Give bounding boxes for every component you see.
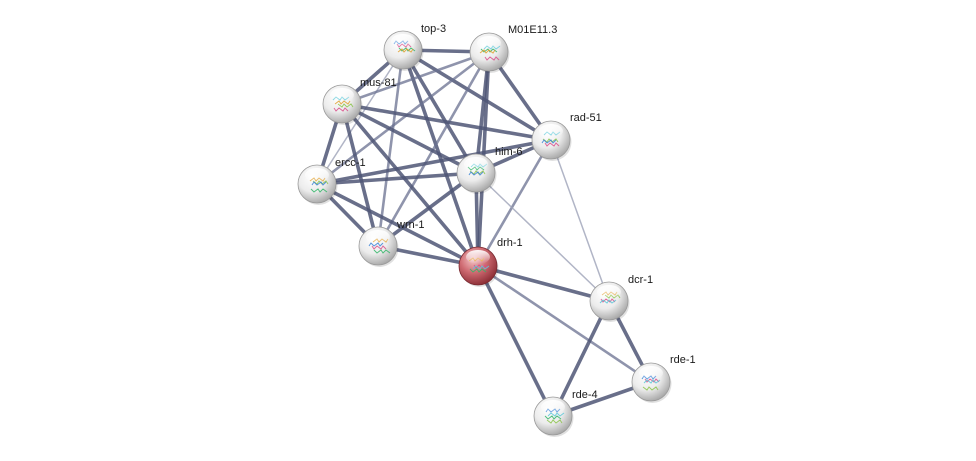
protein-structure-glyph — [544, 415, 562, 420]
protein-structure-glyph — [644, 378, 660, 383]
node-label-ercc-1: ercc-1 — [335, 157, 366, 169]
node-gloss — [464, 157, 488, 171]
node-gloss — [330, 88, 354, 102]
protein-structure-glyph — [600, 298, 616, 303]
node-dcr-1[interactable]: dcr-1 — [589, 274, 653, 322]
node-rde-4[interactable]: rde-4 — [533, 389, 598, 437]
node-label-top-3: top-3 — [421, 23, 446, 35]
protein-structure-glyph — [373, 249, 391, 254]
protein-structure-glyph — [546, 419, 563, 424]
protein-structure-glyph — [473, 264, 489, 269]
node-gloss — [305, 168, 329, 182]
node-gloss — [477, 36, 501, 50]
protein-structure-glyph — [371, 245, 387, 250]
node-label-rde-1: rde-1 — [670, 354, 696, 366]
edge-top-3-ercc-1[interactable] — [316, 49, 404, 185]
edge-him-6-ercc-1[interactable] — [315, 171, 478, 186]
protein-structure-glyph — [310, 188, 328, 193]
node-gloss — [466, 250, 490, 264]
edge-top-3-rad-51[interactable] — [401, 48, 553, 142]
node-mus-81[interactable]: mus-81 — [322, 77, 397, 125]
node-gloss — [366, 230, 390, 244]
protein-structure-glyph — [541, 139, 557, 144]
node-drh-1[interactable]: drh-1 — [458, 237, 523, 287]
protein-structure-glyph — [484, 56, 500, 61]
node-gloss — [539, 124, 563, 138]
edge-drh-1-rde-1[interactable] — [476, 264, 653, 384]
node-label-mus-81: mus-81 — [360, 77, 397, 89]
edge-mus-81-drh-1[interactable] — [340, 102, 480, 268]
edge-ercc-1-drh-1[interactable] — [315, 182, 480, 268]
edge-dcr-1-rde-4[interactable] — [551, 299, 611, 418]
edge-him-6-wrn-1[interactable] — [376, 171, 478, 248]
protein-structure-glyph — [311, 181, 327, 186]
edge-rad-51-ercc-1[interactable] — [315, 138, 553, 186]
protein-structure-glyph — [472, 265, 490, 270]
node-wrn-1[interactable]: wrn-1 — [358, 219, 425, 267]
node-label-rde-4: rde-4 — [572, 389, 598, 401]
protein-structure-glyph — [469, 268, 487, 273]
node-label-rad-51: rad-51 — [570, 112, 602, 124]
protein-structure-glyph — [337, 103, 354, 108]
node-rad-51[interactable]: rad-51 — [531, 112, 602, 161]
edge-M01E11.3-mus-81[interactable] — [340, 50, 491, 106]
protein-structure-glyph — [599, 299, 617, 304]
node-gloss — [391, 34, 415, 48]
node-rde-1[interactable]: rde-1 — [631, 354, 696, 403]
edge-drh-1-rde-4[interactable] — [476, 264, 555, 418]
node-label-wrn-1: wrn-1 — [396, 219, 425, 231]
node-label-dcr-1: dcr-1 — [628, 274, 653, 286]
edge-rad-51-drh-1[interactable] — [476, 138, 553, 268]
node-him-6[interactable]: him-6 — [456, 146, 523, 194]
node-top-3[interactable]: top-3 — [383, 23, 446, 71]
edge-drh-1-dcr-1[interactable] — [476, 264, 611, 303]
node-gloss — [541, 400, 565, 414]
node-ercc-1[interactable]: ercc-1 — [297, 157, 366, 205]
edge-top-3-drh-1[interactable] — [401, 48, 480, 268]
edge-rad-51-dcr-1[interactable] — [550, 139, 610, 302]
node-label-M01E11.3: M01E11.3 — [508, 24, 557, 36]
edge-mus-81-him-6[interactable] — [340, 102, 478, 175]
nodes-layer: top-3 M01E11.3 mus-81 rad-51 him-6 ercc-1 wrn-… — [297, 23, 696, 437]
protein-structure-glyph — [642, 386, 659, 391]
edge-M01E11.3-ercc-1[interactable] — [315, 50, 491, 186]
node-M01E11.3[interactable]: M01E11.3 — [469, 24, 557, 73]
protein-structure-glyph — [333, 107, 349, 112]
edge-mus-81-rad-51[interactable] — [340, 102, 553, 142]
protein-structure-glyph — [368, 242, 384, 247]
protein-structure-glyph — [544, 142, 560, 147]
protein-structure-glyph — [643, 379, 661, 384]
protein-structure-glyph — [479, 49, 496, 54]
node-gloss — [639, 366, 663, 380]
node-label-drh-1: drh-1 — [497, 237, 523, 249]
edge-M01E11.3-wrn-1[interactable] — [376, 50, 491, 248]
edge-him-6-dcr-1[interactable] — [475, 172, 610, 302]
node-gloss — [597, 285, 621, 299]
protein-structure-glyph — [397, 48, 414, 53]
node-label-him-6: him-6 — [495, 146, 523, 158]
edge-top-3-him-6[interactable] — [401, 48, 478, 175]
protein-structure-glyph — [468, 171, 484, 176]
